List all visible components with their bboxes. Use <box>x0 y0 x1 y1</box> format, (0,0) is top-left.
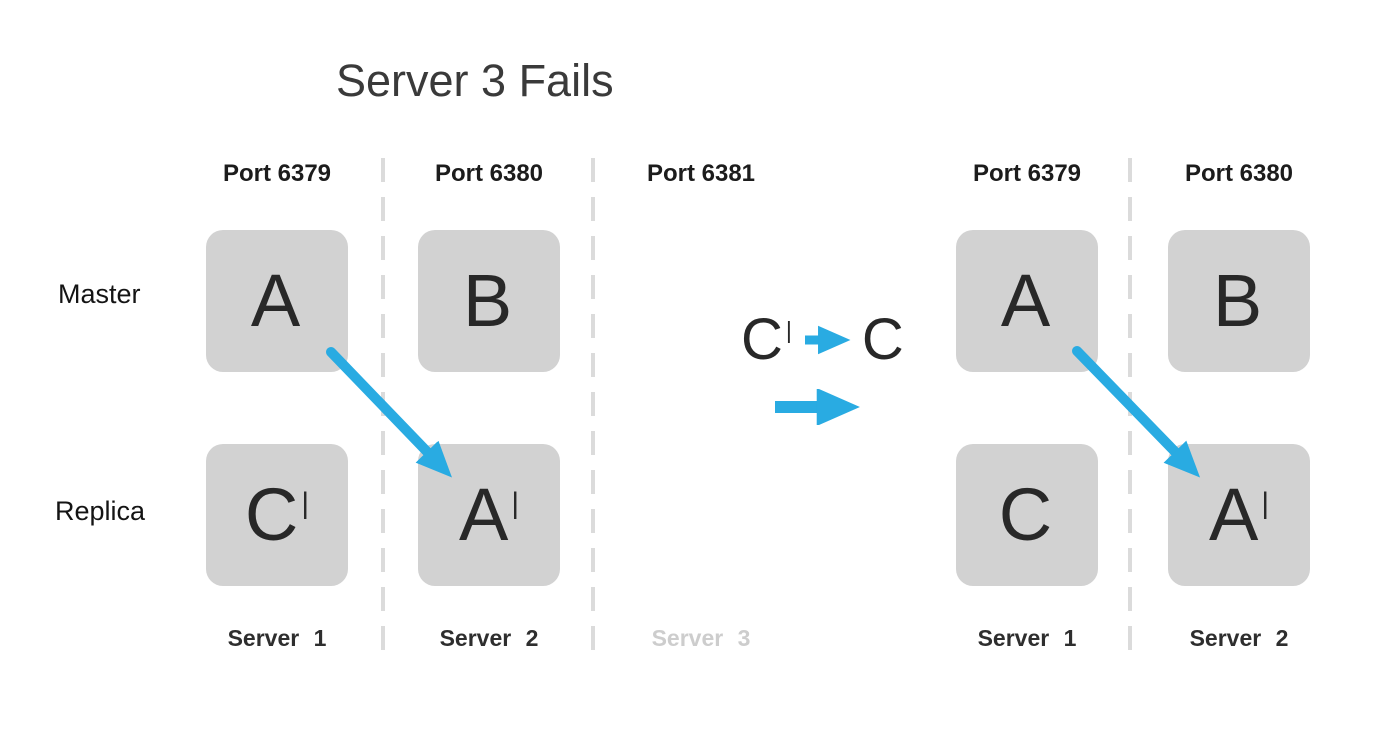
replica-node-box: A| <box>1168 444 1310 586</box>
node-letter: B <box>462 259 513 342</box>
server-label: Server 2 <box>1189 625 1289 651</box>
node-label: A| <box>459 478 519 552</box>
replica-row-label: Replica <box>55 496 146 526</box>
node-letter: A <box>250 259 301 342</box>
port-label: Port 6381 <box>646 160 756 187</box>
left-column-server2: Port 6380 B A| Server 2 <box>418 160 560 670</box>
node-label: A <box>1001 264 1053 338</box>
prime-mark: | <box>511 486 520 520</box>
node-letter: C <box>244 473 299 556</box>
replica-node-box: C| <box>206 444 348 586</box>
server-label: Server 1 <box>227 625 327 651</box>
replica-node-box: A| <box>418 444 560 586</box>
node-letter: A <box>1208 473 1259 556</box>
right-column-server2: Port 6380 B A| Server 2 <box>1168 160 1310 670</box>
node-letter: C <box>998 473 1053 556</box>
port-label: Port 6379 <box>972 160 1082 187</box>
promotion-annotation: C| C <box>741 311 907 369</box>
left-column-server1: Port 6379 A C| Server 1 <box>206 160 348 670</box>
master-node-box: B <box>1168 230 1310 372</box>
node-label: C| <box>741 311 792 369</box>
node-letter: A <box>1000 259 1051 342</box>
transition-arrow-icon <box>775 389 860 425</box>
server-label-failed: Server 3 <box>651 625 751 651</box>
node-label: B <box>463 264 515 338</box>
right-column-server1: Port 6379 A C Server 1 <box>956 160 1098 670</box>
prime-mark: | <box>1261 486 1270 520</box>
master-node-box: B <box>418 230 560 372</box>
node-letter: C <box>861 307 904 372</box>
port-label: Port 6379 <box>222 160 332 187</box>
diagram-title: Server 3 Fails <box>336 55 614 106</box>
server-label: Server 1 <box>977 625 1077 651</box>
master-node-box: A <box>956 230 1098 372</box>
prime-mark: | <box>301 486 310 520</box>
node-letter: A <box>458 473 509 556</box>
server-label: Server 2 <box>439 625 539 651</box>
node-letter: B <box>1212 259 1263 342</box>
node-label: A| <box>1209 478 1269 552</box>
replica-node-box: C <box>956 444 1098 586</box>
node-letter: C <box>741 307 783 372</box>
left-column-server3-failed: Port 6381 Server 3 <box>630 160 772 670</box>
prime-mark: | <box>785 316 792 343</box>
node-label: B <box>1213 264 1265 338</box>
master-node-box: A <box>206 230 348 372</box>
node-label: C| <box>245 478 309 552</box>
node-label: A <box>251 264 303 338</box>
node-label: C <box>862 311 907 369</box>
port-label: Port 6380 <box>1184 160 1294 187</box>
master-row-label: Master <box>58 279 141 309</box>
becomes-arrow-icon <box>804 325 851 355</box>
node-label: C <box>999 478 1055 552</box>
port-label: Port 6380 <box>434 160 544 187</box>
